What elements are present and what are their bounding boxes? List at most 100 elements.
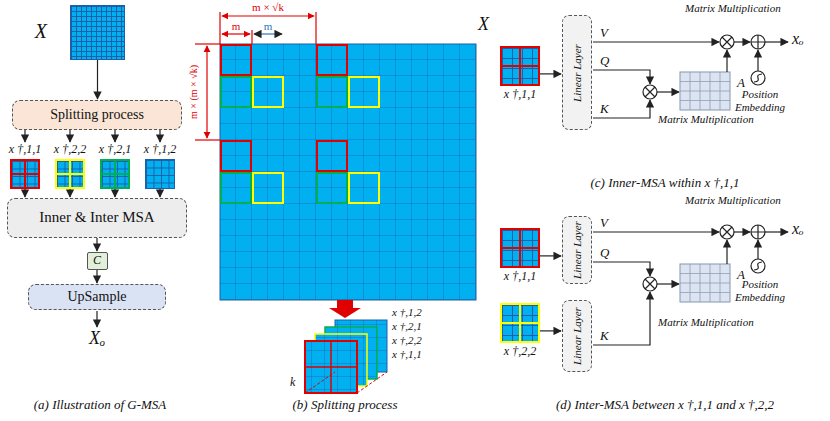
text-label: x †,1,1	[392, 348, 422, 361]
node-label: x †,2,1	[99, 143, 131, 157]
patch: x †,2,2	[500, 303, 540, 359]
flow-arrow	[757, 240, 758, 259]
patch-split	[502, 65, 538, 67]
text-label: K	[600, 329, 609, 344]
patch-split	[57, 173, 83, 175]
text-label: Matrix Multiplication	[658, 316, 754, 329]
connector	[69, 130, 70, 142]
connector	[159, 130, 160, 142]
connector	[69, 189, 70, 197]
node-label: x †,2,2	[54, 143, 86, 157]
patch-grid	[10, 159, 40, 189]
node-label: Linear Layer	[571, 44, 584, 102]
matrix-line	[680, 91, 730, 92]
connector	[540, 255, 561, 256]
patch-stack	[305, 320, 387, 393]
position-symbol	[754, 262, 762, 270]
window-marks	[221, 45, 379, 203]
flow-arrow	[593, 70, 650, 84]
text-label: Matrix Multiplication	[685, 194, 781, 207]
text-label: V	[600, 26, 608, 41]
text-label: (b) Splitting process	[293, 398, 398, 413]
output-arrow	[96, 311, 97, 327]
mult-symbol	[643, 277, 657, 291]
position-symbol	[751, 259, 765, 273]
text-label: Q	[600, 246, 609, 261]
text-label: Matrix Multiplication	[658, 113, 754, 126]
flow-arrow	[734, 41, 750, 42]
linear-layer: Linear Layer	[562, 15, 592, 130]
position-symbol	[754, 74, 762, 82]
text-label: k	[290, 376, 295, 390]
matrix-line	[680, 273, 730, 274]
flow-arrow	[593, 292, 650, 345]
patch: x †,1,2	[144, 143, 176, 189]
node-label: x †,2,2	[504, 345, 536, 359]
connector	[540, 73, 561, 74]
text-label: x †,2,2	[392, 334, 422, 347]
patch-grid	[145, 159, 175, 189]
patch-split	[502, 247, 538, 249]
patch: x †,1,1	[9, 143, 41, 189]
dimension-line	[254, 33, 282, 34]
connector	[114, 189, 115, 197]
flow-arrow	[657, 283, 679, 284]
text-label: V	[600, 216, 608, 231]
mult-symbol	[645, 279, 655, 289]
patch-grid	[55, 159, 85, 189]
text-label: Matrix Multiplication	[685, 2, 781, 15]
node-label: Linear Layer	[571, 221, 584, 279]
split-arrow	[329, 300, 361, 318]
add-symbol	[751, 35, 765, 49]
process-box: Inner & Inter MSA	[7, 198, 187, 238]
node-label: x †,1,1	[9, 143, 41, 157]
connector	[96, 238, 97, 251]
text-label: xₒ	[792, 220, 804, 238]
add-symbol	[751, 225, 765, 239]
process-box: UpSample	[28, 284, 166, 310]
flow-arrow	[593, 41, 719, 42]
node-label: x †,1,1	[504, 270, 536, 284]
matrix-line	[680, 283, 730, 284]
attention-matrix	[680, 72, 730, 110]
node-label: Inner & Inter MSA	[39, 209, 154, 226]
connector	[540, 330, 561, 331]
text-label: m	[232, 20, 241, 33]
patch-split	[12, 173, 38, 175]
matrix-line	[680, 81, 730, 82]
connector	[159, 189, 160, 197]
process-box: C	[87, 252, 108, 270]
flow-arrow	[765, 41, 788, 42]
mult-symbol	[645, 87, 655, 97]
patch-split	[502, 322, 538, 324]
node-label: C	[93, 254, 101, 268]
text-label: m	[264, 20, 273, 33]
add-symbol	[751, 35, 765, 49]
connector	[97, 60, 98, 99]
flow-arrow	[765, 231, 788, 232]
position-symbol	[751, 71, 765, 85]
attention-matrix	[680, 264, 730, 302]
patch: x †,2,2	[54, 143, 86, 189]
linear-layer: Linear Layer	[562, 300, 592, 372]
text-label: Q	[600, 54, 609, 69]
connector	[24, 130, 25, 142]
node-label: x †,1,1	[504, 88, 536, 102]
node-label: X	[35, 20, 47, 43]
text-label: m × (m × √k)	[188, 65, 200, 119]
text-label: Xₒ	[89, 328, 105, 349]
linear-layer: Linear Layer	[562, 216, 592, 284]
flow-arrow	[726, 240, 727, 264]
text-label: (c) Inner-MSA within x †,1,1	[591, 176, 740, 191]
connector	[24, 189, 25, 197]
connector	[114, 130, 115, 142]
patch: x †,1,1	[500, 46, 540, 102]
flow-arrow	[657, 91, 679, 92]
text-label: X	[478, 14, 489, 35]
text-label: (d) Inter-MSA between x †,1,1 and x †,2,…	[556, 398, 774, 413]
input-grid: X	[70, 5, 125, 60]
mult-symbol	[643, 85, 657, 99]
process-box: Splitting process	[12, 100, 182, 130]
matrix-line	[680, 292, 730, 293]
flow-arrow	[726, 50, 727, 72]
